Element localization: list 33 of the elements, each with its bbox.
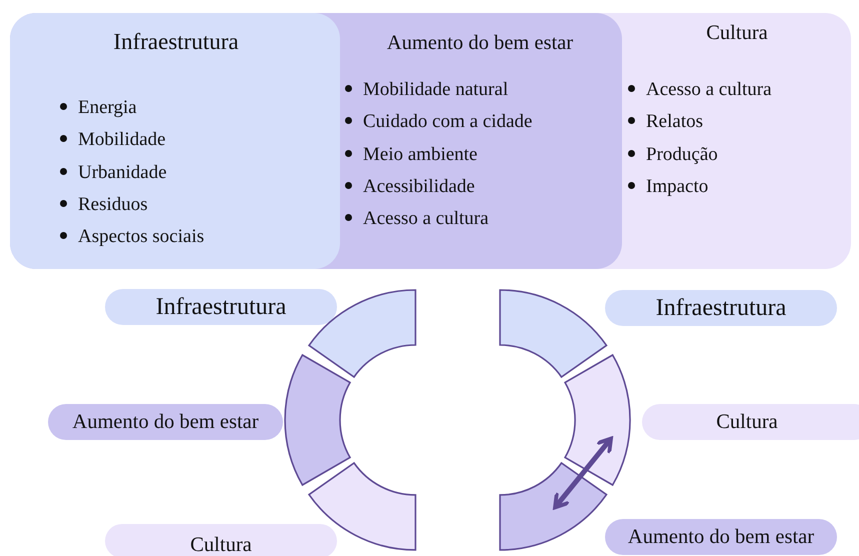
bullet-item: Relatos xyxy=(628,111,703,134)
category-label: Aumento do bem estar xyxy=(605,519,837,555)
panel-heading: Cultura xyxy=(706,22,768,45)
bullet-item: Acessibilidade xyxy=(345,176,475,198)
ring-segment xyxy=(500,463,606,550)
category-label: Infraestrutura xyxy=(105,289,337,325)
ring-segment xyxy=(500,290,606,377)
bullet-item: Acesso a cultura xyxy=(628,79,772,101)
bullet-item: Energia xyxy=(60,97,137,119)
ring-segment xyxy=(308,290,415,377)
bullet-item: Urbanidade xyxy=(60,162,167,184)
bullet-item: Impacto xyxy=(628,176,708,198)
ring-segment xyxy=(308,463,415,550)
bullet-item: Cuidado com a cidade xyxy=(345,111,532,134)
category-label: Cultura xyxy=(105,524,337,556)
panel-heading: Infraestrutura xyxy=(113,29,239,55)
bullet-item: Acesso a cultura xyxy=(345,208,489,230)
ring-segment xyxy=(285,355,350,485)
bullet-item: Aspectos sociais xyxy=(60,226,204,248)
bullet-item: Mobilidade xyxy=(60,129,166,152)
panel-heading: Aumento do bem estar xyxy=(386,32,574,55)
bullet-item: Produção xyxy=(628,144,718,166)
ring-segment xyxy=(564,355,630,485)
category-panel xyxy=(622,13,851,269)
bullet-item: Mobilidade natural xyxy=(345,79,508,101)
category-label: Infraestrutura xyxy=(605,290,837,326)
bullet-item: Residuos xyxy=(60,194,148,216)
category-panel xyxy=(340,13,622,269)
category-panel xyxy=(10,13,340,269)
bullet-item: Meio ambiente xyxy=(345,144,478,166)
category-label: Cultura xyxy=(642,404,859,440)
double-arrow xyxy=(553,436,613,510)
category-label: Aumento do bem estar xyxy=(48,404,283,440)
